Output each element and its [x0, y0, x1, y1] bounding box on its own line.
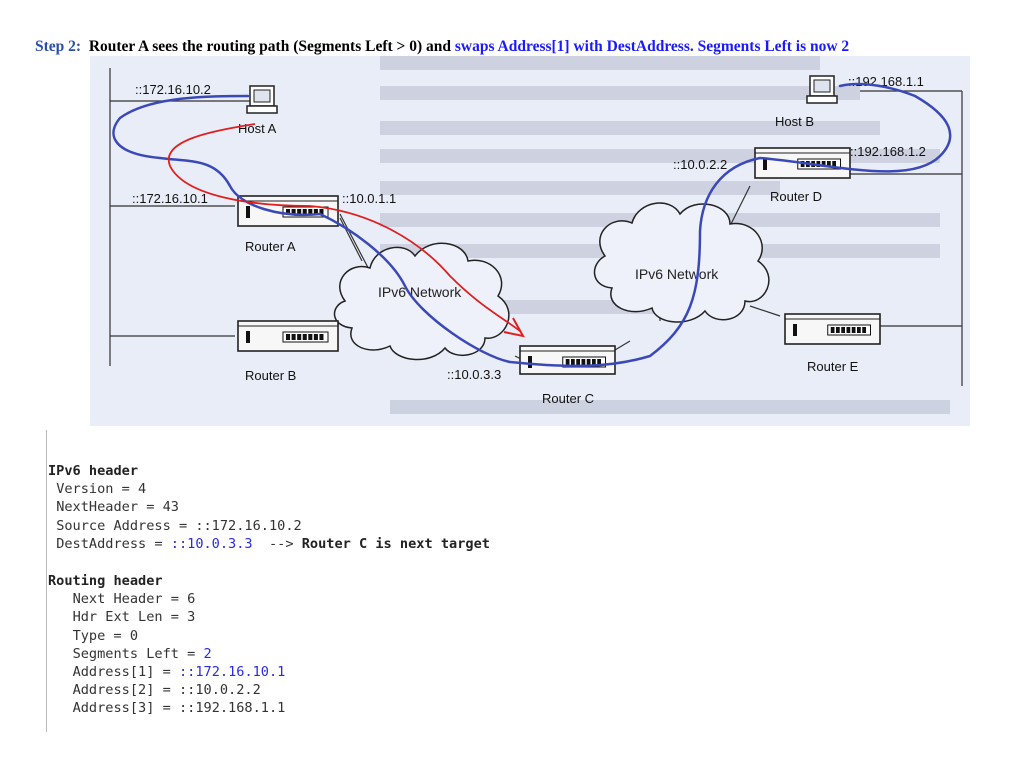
router-a-address-2: ::10.0.1.1 [342, 191, 396, 206]
ipv6-header-title: IPv6 header [48, 463, 139, 479]
routers [237, 147, 881, 375]
ipv6-dest-note: Router C is next target [293, 535, 490, 552]
ipv6-next-header: NextHeader = 43 [56, 499, 179, 516]
host-a-label: Host A [238, 121, 277, 136]
network-diagram: IPv6 Network IPv6 Network ::172.16.10.2 … [90, 56, 970, 426]
step-highlight: swaps Address[1] with DestAddress. Segme… [454, 38, 850, 55]
router-d-label: Router D [770, 189, 822, 204]
host-b-label: Host B [775, 114, 814, 129]
routing-path [112, 82, 952, 368]
router-e-icon [784, 313, 881, 345]
routing-segments-value: 2 [203, 645, 212, 662]
lan-lines [109, 68, 963, 386]
router-b-icon [237, 320, 339, 352]
router-e-label: Router E [807, 359, 859, 374]
routing-header-title: Routing header [48, 573, 163, 589]
ipv6-dest-label: DestAddress = [56, 535, 171, 552]
step-label: Step 2: [35, 38, 82, 55]
ipv6-clouds [333, 202, 770, 361]
router-c-icon [519, 345, 616, 375]
routing-address-1-value: ::172.16.10.1 [178, 664, 286, 681]
routing-segments-label: Segments Left = [72, 645, 204, 662]
cloud-label-2: IPv6 Network [635, 266, 719, 282]
next-hop-arrow [167, 123, 521, 332]
routing-address-3: Address[3] = ::192.168.1.1 [72, 700, 286, 717]
cloud-label-1: IPv6 Network [378, 284, 462, 300]
routing-hdr-ext-len: Hdr Ext Len = 3 [72, 609, 196, 626]
step-title: Step 2: Router A sees the routing path (… [35, 38, 849, 56]
ipv6-header-block: IPv6 header Version = 4 NextHeader = 43 … [48, 462, 490, 553]
router-a-address-1: ::172.16.10.1 [132, 191, 208, 206]
ipv6-version: Version = 4 [56, 481, 147, 498]
ipv6-source-address: Source Address = ::172.16.10.2 [56, 517, 302, 534]
router-b-label: Router B [245, 368, 296, 383]
routing-header-block: Routing header Next Header = 6 Hdr Ext L… [48, 572, 285, 718]
host-b-computer-icon [806, 75, 838, 104]
step-text: Router A sees the routing path (Segments… [88, 38, 452, 55]
host-a-computer-icon [246, 85, 278, 114]
bleed-through-text [380, 56, 950, 414]
routing-next-header: Next Header = 6 [72, 591, 196, 608]
routing-address-2: Address[2] = ::10.0.2.2 [72, 682, 261, 699]
router-a-icon [237, 195, 339, 227]
router-d-address-1: ::10.0.2.2 [673, 157, 727, 172]
routing-type: Type = 0 [72, 627, 139, 644]
router-c-label: Router C [542, 391, 594, 406]
ipv6-dest-value: ::10.0.3.3 [170, 535, 253, 552]
ipv6-dest-arrow: --> [252, 535, 294, 552]
router-a-label: Router A [245, 239, 296, 254]
router-d-address-2: ::192.168.1.2 [850, 144, 926, 159]
routing-address-1-label: Address[1] = [72, 664, 179, 681]
content-rule [46, 430, 47, 732]
next-hop-arrowhead [503, 317, 525, 338]
router-c-address: ::10.0.3.3 [447, 367, 501, 382]
host-a-address: ::172.16.10.2 [135, 82, 211, 97]
